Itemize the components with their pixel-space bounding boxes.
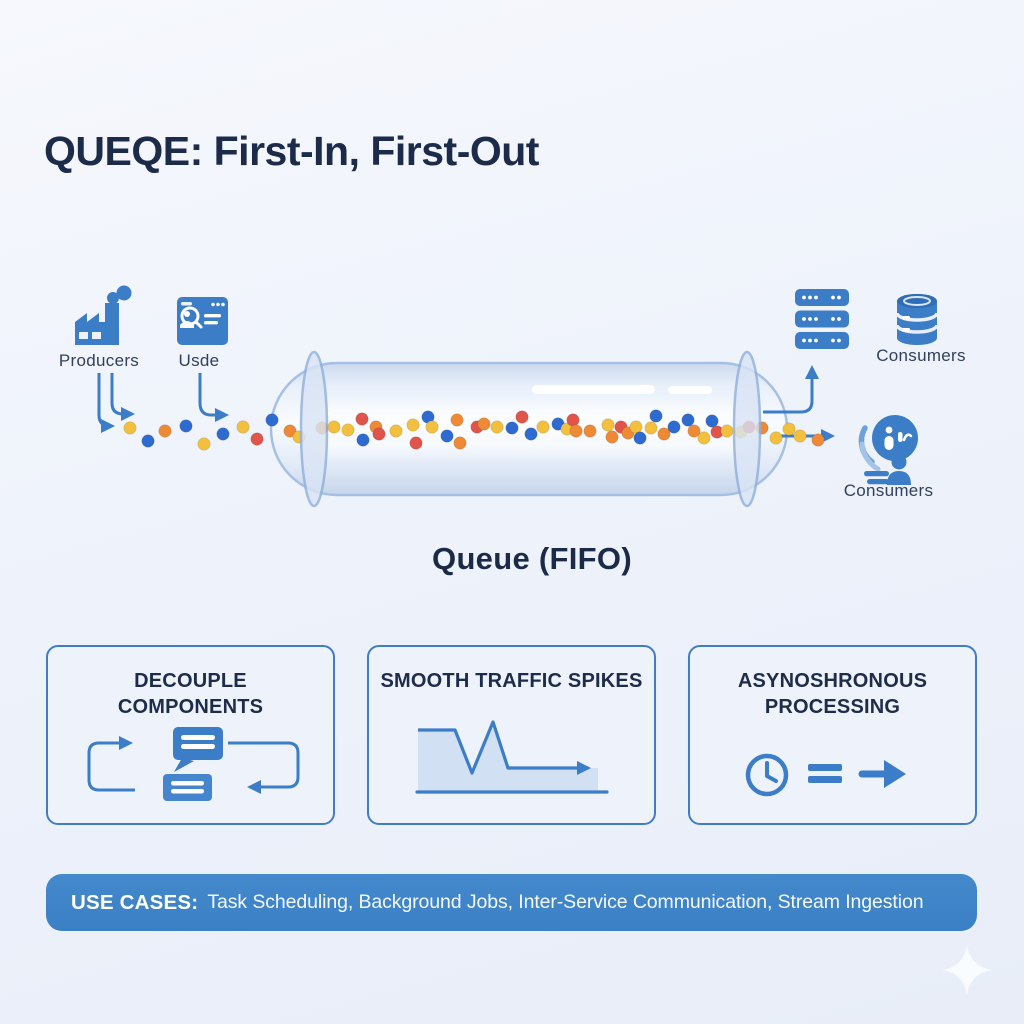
message-dot — [769, 431, 783, 445]
message-dot — [421, 410, 435, 424]
producer-arrow-2 — [110, 373, 135, 421]
page-title: QUEQE: First-In, First-Out — [44, 128, 539, 174]
message-dot — [355, 412, 369, 426]
message-dot — [356, 433, 370, 447]
message-dot — [490, 420, 504, 434]
card-smooth-traffic-spikes: SMOOTH TRAFFIC SPIKES — [367, 645, 656, 825]
message-dot — [477, 417, 491, 431]
message-dot — [265, 413, 279, 427]
message-dot — [450, 413, 464, 427]
queue-dots-layer — [123, 409, 825, 451]
message-dot — [524, 427, 538, 441]
tube-rings — [299, 350, 762, 508]
message-dot — [197, 437, 211, 451]
card-title: DECOUPLE COMPONENTS — [117, 670, 264, 719]
message-dot — [793, 429, 807, 443]
message-dot — [389, 424, 403, 438]
message-dot — [315, 421, 329, 435]
database-icon — [895, 294, 939, 345]
message-dot — [216, 427, 230, 441]
message-dot — [681, 413, 695, 427]
message-dot — [327, 420, 341, 434]
message-dot — [425, 420, 439, 434]
message-dot — [369, 420, 383, 434]
message-dot — [811, 433, 825, 447]
consumer-analytics-icon — [858, 415, 918, 485]
card-asynchronous-processing: ASYNOSHRONOUS PROCESSING — [688, 645, 977, 825]
message-dot — [649, 409, 663, 423]
tube-highlight-short — [668, 386, 712, 394]
message-dot — [569, 424, 583, 438]
use-cases-prefix: USE CASES: — [71, 890, 199, 914]
server-stack-icon — [795, 289, 849, 349]
message-dot — [633, 431, 647, 445]
message-dot — [505, 421, 519, 435]
message-dot — [141, 434, 155, 448]
card-title: SMOOTH TRAFFIC SPIKES — [380, 670, 643, 692]
producers-label: Producers — [58, 351, 140, 370]
message-dot — [406, 418, 420, 432]
message-dot — [560, 422, 574, 436]
message-dot — [551, 417, 565, 431]
consumers-top-label: Consumers — [876, 346, 966, 365]
message-dot — [687, 424, 701, 438]
message-dot — [372, 427, 386, 441]
use-cases-items: Task Scheduling, Background Jobs, Inter-… — [207, 891, 924, 913]
message-dot — [697, 431, 711, 445]
message-dot — [341, 423, 355, 437]
user-arrow — [198, 373, 229, 422]
message-dot — [614, 420, 628, 434]
message-dot — [710, 425, 724, 439]
message-dot — [782, 422, 796, 436]
queue-tube — [269, 361, 789, 497]
message-dot — [250, 432, 264, 446]
message-dot — [236, 420, 250, 434]
message-dot — [734, 425, 748, 439]
message-dot — [536, 420, 550, 434]
factory-icon — [75, 285, 132, 345]
use-cases-banner: USE CASES: Task Scheduling, Background J… — [46, 874, 977, 931]
message-dot — [409, 436, 423, 450]
message-dot — [470, 420, 484, 434]
consumer-arrow-up — [763, 365, 819, 414]
flow-arrows — [97, 365, 835, 443]
message-dot — [601, 418, 615, 432]
message-dot — [453, 436, 467, 450]
message-dot — [566, 413, 580, 427]
users-label: Usde — [178, 351, 220, 370]
message-dot — [621, 426, 635, 440]
message-dot — [583, 424, 597, 438]
queue-caption: Queue (FIFO) — [432, 541, 632, 576]
user-browser-icon — [177, 297, 228, 345]
message-dot — [720, 424, 734, 438]
message-dot — [667, 420, 681, 434]
message-dot — [755, 421, 769, 435]
message-dot — [292, 430, 306, 444]
message-dot — [629, 420, 643, 434]
card-title: ASYNOSHRONOUS PROCESSING — [737, 670, 928, 719]
message-dot — [657, 427, 671, 441]
card-decouple-components: DECOUPLE COMPONENTS — [46, 645, 335, 825]
message-dot — [179, 419, 193, 433]
message-dot — [705, 414, 719, 428]
message-dot — [515, 410, 529, 424]
message-dot — [283, 424, 297, 438]
message-dot — [123, 421, 137, 435]
message-dot — [158, 424, 172, 438]
message-dot — [644, 421, 658, 435]
sparkle-icon — [941, 944, 993, 996]
producer-arrow-1 — [97, 373, 115, 433]
message-dot — [440, 429, 454, 443]
tube-highlight-long — [532, 385, 655, 394]
message-dot — [742, 420, 756, 434]
message-dot — [605, 430, 619, 444]
consumers-bottom-label: Consumers — [843, 481, 934, 500]
